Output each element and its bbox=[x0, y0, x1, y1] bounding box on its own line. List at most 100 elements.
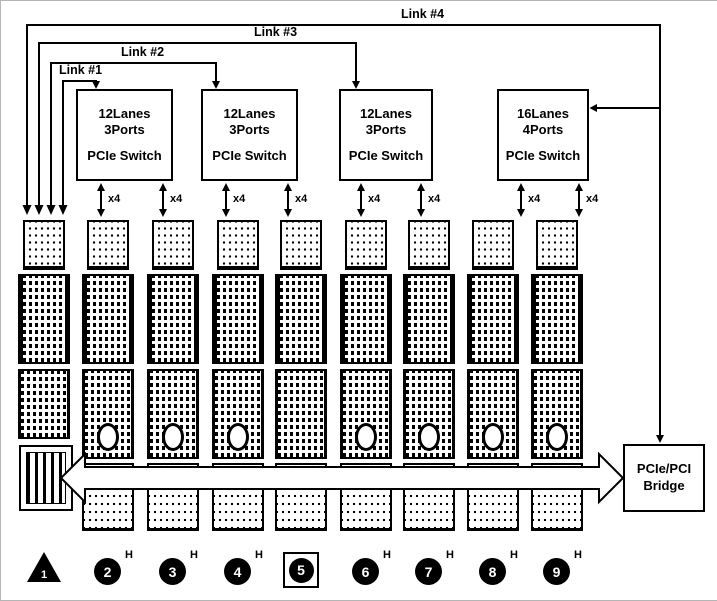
slot-4-edge-connector bbox=[217, 220, 259, 270]
pcie-switch-4: 16Lanes 4Ports PCIe Switch bbox=[497, 89, 589, 181]
slot-3-edge-connector bbox=[152, 220, 194, 270]
pcie-pci-bridge: PCIe/PCI Bridge bbox=[623, 444, 705, 512]
slot-2-socket-icon bbox=[97, 423, 119, 451]
link4-label: Link #4 bbox=[401, 7, 445, 21]
lane-width-label: x4 bbox=[233, 193, 246, 205]
slot-9-marker: 9 H bbox=[543, 549, 582, 585]
circle-marker-icon: 3 bbox=[159, 558, 186, 585]
triangle-marker-icon: 1 bbox=[27, 552, 61, 582]
link1-switch-arrowhead bbox=[92, 81, 100, 89]
slot-9-pin-block-upper bbox=[531, 274, 583, 364]
slot-6-pin-block-lower bbox=[340, 369, 392, 459]
slot-7-pin-block-upper bbox=[403, 274, 455, 364]
link4-switch-arrowhead bbox=[589, 104, 597, 112]
link3-switch-arrowhead bbox=[352, 81, 360, 89]
slot-7-marker: 7 H bbox=[415, 549, 454, 585]
switch-4-type-label: PCIe Switch bbox=[505, 147, 581, 163]
switch-1-ports-label: 3Ports bbox=[104, 122, 145, 138]
slot-4-marker: 4 H bbox=[224, 549, 263, 585]
link2-label: Link #2 bbox=[121, 45, 165, 59]
slot-9-edge-connector bbox=[536, 220, 578, 270]
switch-1-lanes-label: 12Lanes bbox=[98, 106, 151, 122]
link2-switch-arrowhead bbox=[212, 81, 220, 89]
circle-marker-icon: 8 bbox=[479, 558, 506, 585]
circle-marker-icon: 4 bbox=[224, 558, 251, 585]
slot-2-edge-connector bbox=[87, 220, 129, 270]
slot-8-socket-icon bbox=[482, 423, 504, 451]
slot-6-edge-connector bbox=[345, 220, 387, 270]
slot-9-number: 9 bbox=[552, 563, 561, 580]
lane-width-label: x4 bbox=[528, 193, 541, 205]
pcie-switch-2: 12Lanes 3Ports PCIe Switch bbox=[201, 89, 298, 181]
pcie-switch-1: 12Lanes 3Ports PCIe Switch bbox=[76, 89, 173, 181]
slot-8-pin-block-upper bbox=[467, 274, 519, 364]
circle-marker-icon: 6 bbox=[352, 558, 379, 585]
slot-4-socket-icon bbox=[227, 423, 249, 451]
slot-5-edge-connector bbox=[280, 220, 322, 270]
slot-4-number: 4 bbox=[233, 563, 242, 580]
slot-9-pin-block-lower bbox=[531, 369, 583, 459]
slot-1-pin-block-upper bbox=[18, 274, 70, 364]
link3-label: Link #3 bbox=[254, 25, 298, 39]
circle-marker-icon: 5 bbox=[288, 557, 314, 583]
lane-width-label: x4 bbox=[170, 193, 183, 205]
switch-4-ports-label: 4Ports bbox=[522, 122, 564, 138]
slot-6-marker: 6 H bbox=[352, 549, 391, 585]
slot-4-suffix: H bbox=[255, 549, 263, 561]
slot-7-edge-connector bbox=[408, 220, 450, 270]
slot-1-pin-block-lower bbox=[18, 369, 70, 439]
slot-7-suffix: H bbox=[446, 549, 454, 561]
slot-3-pin-block-upper bbox=[147, 274, 199, 364]
slot-7-pin-block-lower bbox=[403, 369, 455, 459]
lane-width-label: x4 bbox=[368, 193, 381, 205]
link2-slot-arrowhead bbox=[46, 205, 56, 215]
slot-2-marker: 2 H bbox=[94, 549, 133, 585]
slot-3-pin-block-lower bbox=[147, 369, 199, 459]
slot-7-number: 7 bbox=[424, 563, 433, 580]
slot-3-suffix: H bbox=[190, 549, 198, 561]
lane-width-label: x4 bbox=[295, 193, 308, 205]
slot-6-socket-icon bbox=[355, 423, 377, 451]
switch-2-type-label: PCIe Switch bbox=[212, 147, 287, 163]
pci-bus-arrow bbox=[59, 451, 625, 505]
link2-line bbox=[50, 62, 217, 207]
slot-5-pin-block-lower bbox=[275, 369, 327, 459]
slot-8-edge-connector bbox=[472, 220, 514, 270]
bridge-arrowhead bbox=[656, 435, 664, 443]
link1-slot-arrowhead bbox=[58, 205, 68, 215]
circle-marker-icon: 7 bbox=[415, 558, 442, 585]
slot-9-suffix: H bbox=[574, 549, 582, 561]
slot-8-pin-block-lower bbox=[467, 369, 519, 459]
slot-3-socket-icon bbox=[162, 423, 184, 451]
link3-line bbox=[38, 42, 357, 207]
switch-3-ports-label: 3Ports bbox=[365, 122, 407, 138]
slot-9-socket-icon bbox=[546, 423, 568, 451]
slot-5-pin-block-upper bbox=[275, 274, 327, 364]
link-lines bbox=[26, 24, 661, 437]
switch-3-lanes-label: 12Lanes bbox=[359, 106, 413, 122]
link1-label: Link #1 bbox=[59, 63, 103, 77]
link4-slot-arrowhead bbox=[22, 205, 32, 215]
lane-width-label: x4 bbox=[428, 193, 441, 205]
slot-1-edge-connector bbox=[23, 220, 65, 270]
slot-2-suffix: H bbox=[125, 549, 133, 561]
lane-width-label: x4 bbox=[586, 193, 599, 205]
slot-8-number: 8 bbox=[488, 563, 497, 580]
bridge-label-line2: Bridge bbox=[643, 478, 685, 493]
slot-6-suffix: H bbox=[383, 549, 391, 561]
link3-slot-arrowhead bbox=[34, 205, 44, 215]
pci-connector-bars bbox=[26, 452, 66, 504]
slot-5-marker: 5 bbox=[283, 552, 319, 588]
switch-1-type-label: PCIe Switch bbox=[87, 147, 162, 163]
slot-4-pin-block-lower bbox=[212, 369, 264, 459]
slot-2-pin-block-upper bbox=[82, 274, 134, 364]
slot-1-marker: 1 bbox=[27, 552, 61, 582]
circle-marker-icon: 2 bbox=[94, 558, 121, 585]
circle-marker-icon: 9 bbox=[543, 558, 570, 585]
bridge-label-line1: PCIe/PCI bbox=[636, 461, 692, 477]
pcie-switch-3: 12Lanes 3Ports PCIe Switch bbox=[339, 89, 433, 181]
lane-width-label: x4 bbox=[108, 193, 121, 205]
slot-2-number: 2 bbox=[103, 563, 112, 580]
